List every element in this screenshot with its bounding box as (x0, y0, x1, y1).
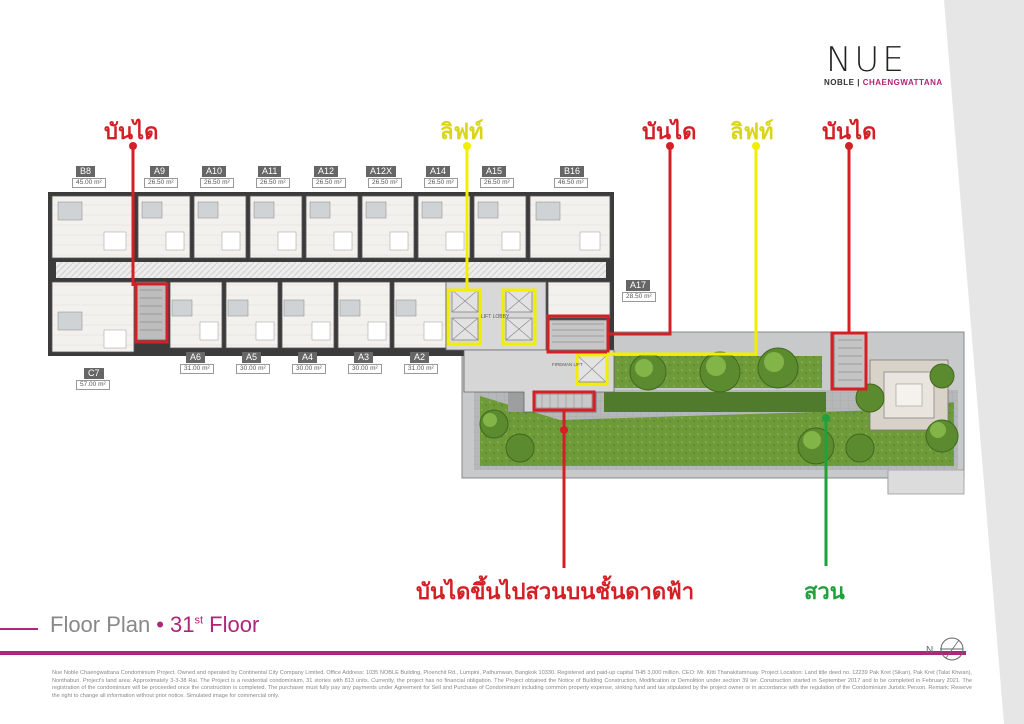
unit-code-a15: A15 (482, 166, 507, 177)
brand-subtitle: NOBLE | CHAENGWATTANA (824, 78, 943, 87)
unit-code-a14: A14 (426, 166, 451, 177)
leader-lines (131, 146, 851, 568)
lift-box-2 (501, 288, 537, 346)
brand-logo: NUE (826, 40, 907, 80)
legal-disclaimer: Nue Noble Chaengwattana Condominium Proj… (52, 670, 972, 699)
building-floor (48, 192, 867, 413)
unit-area-a6: 31.00 m² (180, 364, 214, 374)
fireman-lift-label: FIREMAN LIFT (552, 362, 583, 367)
lift-box-1 (446, 288, 482, 346)
corner-decoration (944, 0, 1024, 724)
unit-code-b8: B8 (76, 166, 96, 177)
floor-number: 31st Floor (170, 612, 259, 637)
label-stair-mid: บันได (642, 120, 697, 145)
unit-code-a12x: A12X (366, 166, 397, 177)
floor-plan-title: Floor Plan•31st Floor (50, 612, 259, 638)
brand-subtitle-accent: CHAENGWATTANA (862, 78, 943, 87)
fireman-lift-box (575, 353, 609, 386)
unit-area-b16: 46.50 m² (554, 178, 588, 188)
unit-code-a5: A5 (242, 352, 262, 363)
unit-area-a3: 30.00 m² (348, 364, 382, 374)
unit-area-a2: 31.00 m² (404, 364, 438, 374)
brand-subtitle-primary: NOBLE | (824, 78, 863, 87)
label-garden: สวน (804, 580, 845, 605)
unit-code-a3: A3 (354, 352, 374, 363)
floor-word: Floor (209, 612, 260, 637)
footer-rule-main (0, 651, 966, 655)
unit-code-a2: A2 (410, 352, 430, 363)
unit-area-b8: 45.00 m² (72, 178, 106, 188)
unit-code-c7: C7 (84, 368, 104, 379)
unit-code-a4: A4 (298, 352, 318, 363)
unit-area-a10: 26.50 m² (200, 178, 234, 188)
label-lift-1: ลิฟท์ (440, 120, 484, 145)
unit-area-a5: 30.00 m² (236, 364, 270, 374)
unit-code-a6: A6 (186, 352, 206, 363)
unit-code-a10: A10 (202, 166, 227, 177)
lift-lobby-label: LIFT LOBBY (481, 314, 510, 320)
title-bullet: • (156, 612, 164, 637)
unit-area-a17: 28.50 m² (622, 292, 656, 302)
unit-area-a12x: 26.50 m² (368, 178, 402, 188)
compass-icon: N (926, 637, 964, 661)
label-roof-stair: บันไดขึ้นไปสวนบนชั้นดาดฟ้า (416, 580, 695, 605)
unit-area-a11: 26.50 m² (256, 178, 290, 188)
stair-left-box (134, 282, 169, 344)
floor-number-suffix: st (194, 614, 204, 627)
footer-rule-left (0, 628, 38, 630)
label-stair-left: บันได (104, 120, 159, 145)
unit-code-a9: A9 (150, 166, 170, 177)
unit-area-a15: 26.50 m² (480, 178, 514, 188)
unit-code-a11: A11 (258, 166, 282, 177)
annotation-boxes (134, 282, 868, 412)
unit-area-a12: 26.50 m² (312, 178, 346, 188)
label-lift-2: ลิฟท์ (730, 120, 774, 145)
unit-area-a14: 26.50 m² (424, 178, 458, 188)
unit-area-c7: 57.00 m² (76, 380, 110, 390)
unit-code-a17: A17 (626, 280, 651, 291)
unit-code-a12: A12 (314, 166, 339, 177)
floor-number-value: 31 (169, 612, 195, 637)
label-stair-right: บันได (822, 120, 877, 145)
leader-dots (129, 142, 853, 434)
unit-area-a9: 26.50 m² (144, 178, 178, 188)
unit-code-b16: B16 (560, 166, 585, 177)
unit-area-a4: 30.00 m² (292, 364, 326, 374)
floor-plan-title-text: Floor Plan (50, 612, 151, 637)
compass-label: N (926, 645, 933, 656)
